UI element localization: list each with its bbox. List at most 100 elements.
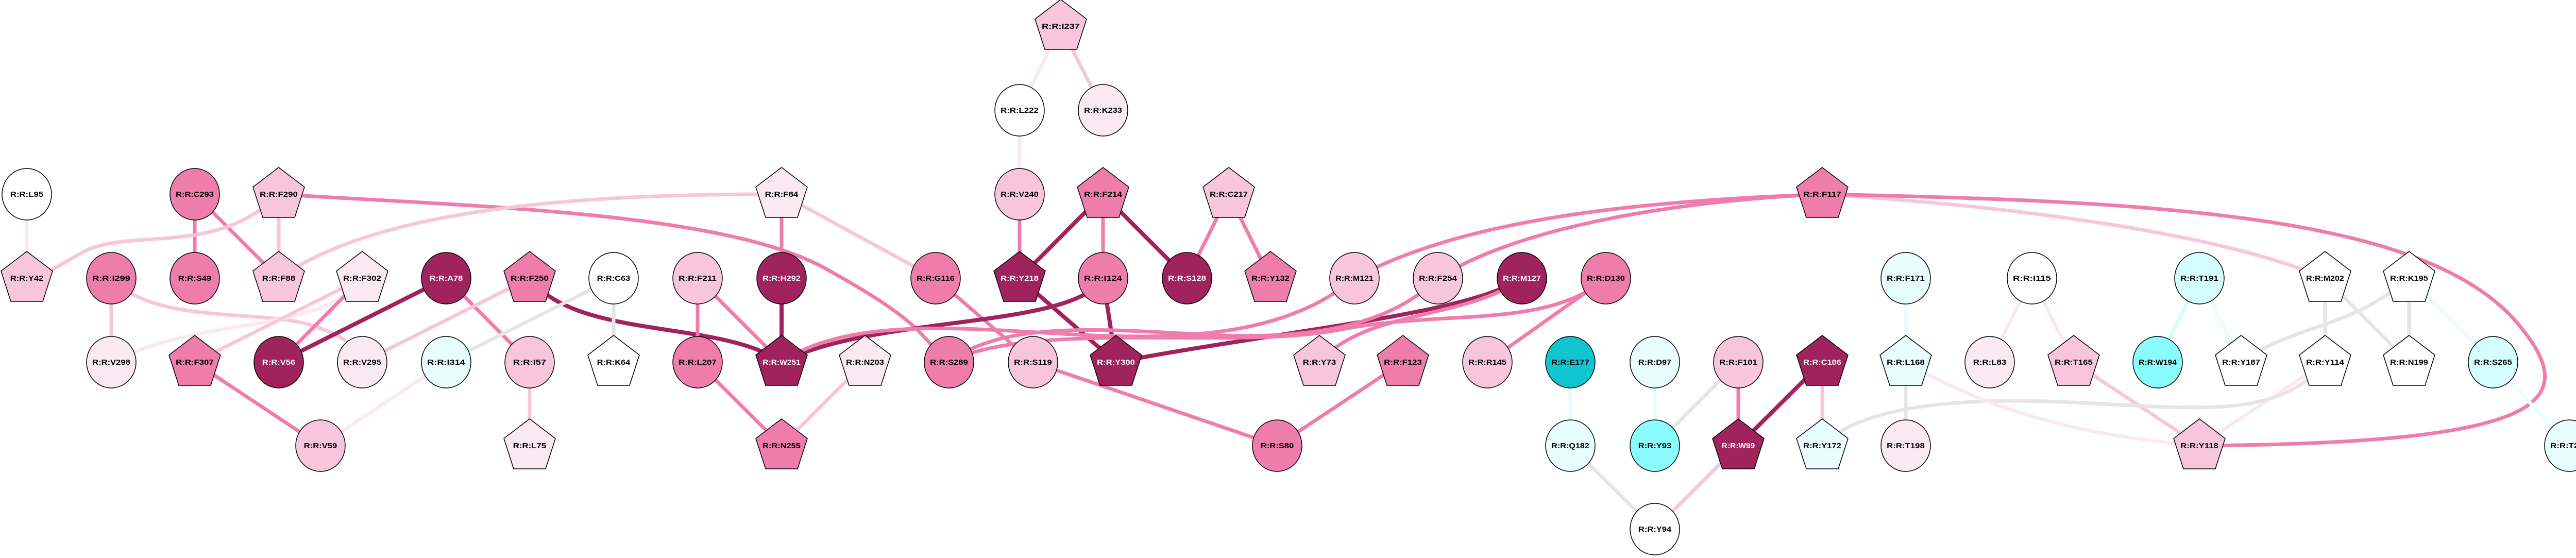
node-y132[interactable]: R:R:Y132 bbox=[1244, 251, 1297, 302]
node-k233[interactable]: R:R:K233 bbox=[1078, 84, 1128, 137]
node-c106[interactable]: R:R:C106 bbox=[1796, 335, 1849, 386]
node-h292[interactable]: R:R:H292 bbox=[756, 252, 807, 305]
node-f302[interactable]: R:R:F302 bbox=[336, 251, 388, 302]
circle-shape bbox=[86, 336, 137, 388]
node-l75[interactable]: R:R:L75 bbox=[503, 418, 556, 469]
node-c217[interactable]: R:R:C217 bbox=[1202, 167, 1255, 218]
circle-shape bbox=[1880, 252, 1931, 305]
node-y93[interactable]: R:R:Y93 bbox=[1630, 419, 1680, 472]
node-t191[interactable]: R:R:T191 bbox=[2174, 252, 2225, 305]
node-l222[interactable]: R:R:L222 bbox=[994, 84, 1045, 137]
node-label: R:R:S265 bbox=[2474, 358, 2512, 367]
node-f88[interactable]: R:R:F88 bbox=[252, 251, 305, 302]
node-c63[interactable]: R:R:C63 bbox=[588, 252, 639, 305]
node-label: R:R:L168 bbox=[1887, 358, 1925, 367]
node-label: R:R:L222 bbox=[1001, 106, 1039, 115]
node-n203[interactable]: R:R:N203 bbox=[839, 335, 891, 386]
node-y114[interactable]: R:R:Y114 bbox=[2299, 335, 2351, 386]
circle-shape bbox=[1462, 336, 1513, 388]
node-i299[interactable]: R:R:I299 bbox=[86, 252, 137, 305]
node-y73[interactable]: R:R:Y73 bbox=[1293, 335, 1346, 386]
circle-shape bbox=[1630, 419, 1680, 472]
node-l95[interactable]: R:R:L95 bbox=[2, 168, 52, 221]
node-n199[interactable]: R:R:N199 bbox=[2383, 335, 2435, 386]
node-s49[interactable]: R:R:S49 bbox=[170, 252, 220, 305]
pentagon-shape bbox=[2299, 335, 2351, 386]
node-w194[interactable]: R:R:W194 bbox=[2132, 336, 2183, 388]
edge-k195-y187 bbox=[2240, 277, 2411, 364]
node-c293[interactable]: R:R:C293 bbox=[170, 168, 220, 221]
node-y42[interactable]: R:R:Y42 bbox=[1, 251, 53, 302]
node-w99[interactable]: R:R:W99 bbox=[1712, 418, 1765, 469]
node-t198[interactable]: R:R:T198 bbox=[1880, 419, 1931, 472]
pentagon-shape bbox=[2047, 335, 2100, 386]
node-v240[interactable]: R:R:V240 bbox=[994, 168, 1045, 221]
node-m127[interactable]: R:R:M127 bbox=[1497, 252, 1547, 305]
node-label: R:R:I57 bbox=[513, 358, 546, 367]
node-a78[interactable]: R:R:A78 bbox=[421, 252, 471, 305]
node-y187[interactable]: R:R:Y187 bbox=[2215, 335, 2267, 386]
node-d97[interactable]: R:R:D97 bbox=[1630, 336, 1680, 388]
node-n255[interactable]: R:R:N255 bbox=[755, 418, 808, 469]
node-f307[interactable]: R:R:F307 bbox=[168, 335, 221, 386]
node-v298[interactable]: R:R:V298 bbox=[86, 336, 137, 388]
node-y218[interactable]: R:R:Y218 bbox=[993, 251, 1046, 302]
node-r145[interactable]: R:R:R145 bbox=[1462, 336, 1513, 388]
node-f290[interactable]: R:R:F290 bbox=[252, 167, 305, 218]
pentagon-shape bbox=[252, 251, 305, 302]
node-w251[interactable]: R:R:W251 bbox=[755, 335, 808, 386]
circle-shape bbox=[1545, 419, 1596, 472]
node-y94[interactable]: R:R:Y94 bbox=[1630, 503, 1680, 555]
node-m121[interactable]: R:R:M121 bbox=[1329, 252, 1380, 305]
node-label: R:R:F290 bbox=[260, 190, 298, 199]
node-f84[interactable]: R:R:F84 bbox=[755, 167, 808, 218]
node-label: R:R:T198 bbox=[1887, 442, 1925, 450]
node-f101[interactable]: R:R:F101 bbox=[1713, 336, 1764, 388]
node-i115[interactable]: R:R:I115 bbox=[2007, 252, 2057, 305]
node-l83[interactable]: R:R:L83 bbox=[1964, 336, 2015, 388]
node-k64[interactable]: R:R:K64 bbox=[587, 335, 640, 386]
edge-f302-v298 bbox=[110, 277, 364, 364]
pentagon-shape bbox=[1, 251, 53, 302]
node-v56[interactable]: R:R:V56 bbox=[253, 336, 304, 388]
node-label: R:R:N255 bbox=[762, 442, 801, 450]
node-t261[interactable]: R:R:T261 bbox=[2544, 419, 2576, 472]
node-v295[interactable]: R:R:V295 bbox=[337, 336, 387, 388]
node-f250[interactable]: R:R:F250 bbox=[503, 251, 556, 302]
node-g116[interactable]: R:R:G116 bbox=[910, 252, 961, 305]
node-y118[interactable]: R:R:Y118 bbox=[2173, 418, 2226, 469]
node-f211[interactable]: R:R:F211 bbox=[672, 252, 723, 305]
node-f171[interactable]: R:R:F171 bbox=[1880, 252, 1931, 305]
circle-shape bbox=[1964, 336, 2015, 388]
node-label: R:R:F123 bbox=[1384, 358, 1422, 367]
node-label: R:R:W99 bbox=[1722, 442, 1755, 450]
node-m202[interactable]: R:R:M202 bbox=[2299, 251, 2351, 302]
node-s80[interactable]: R:R:S80 bbox=[1252, 419, 1302, 472]
node-i314[interactable]: R:R:I314 bbox=[421, 336, 471, 388]
node-v59[interactable]: R:R:V59 bbox=[295, 419, 346, 472]
pentagon-shape bbox=[2173, 418, 2226, 469]
node-f123[interactable]: R:R:F123 bbox=[1377, 335, 1429, 386]
node-label: R:R:I115 bbox=[2013, 274, 2051, 283]
node-f254[interactable]: R:R:F254 bbox=[1413, 252, 1463, 305]
node-l207[interactable]: R:R:L207 bbox=[672, 336, 723, 388]
node-e177[interactable]: R:R:E177 bbox=[1545, 336, 1596, 388]
node-s289[interactable]: R:R:S289 bbox=[924, 336, 974, 388]
node-t165[interactable]: R:R:T165 bbox=[2047, 335, 2100, 386]
node-i124[interactable]: R:R:I124 bbox=[1078, 252, 1128, 305]
node-s128[interactable]: R:R:S128 bbox=[1162, 252, 1212, 305]
node-i237[interactable]: R:R:I237 bbox=[1035, 0, 1087, 50]
node-s119[interactable]: R:R:S119 bbox=[1008, 336, 1058, 388]
node-f117[interactable]: R:R:F117 bbox=[1796, 167, 1849, 218]
node-q182[interactable]: R:R:Q182 bbox=[1545, 419, 1596, 472]
node-y300[interactable]: R:R:Y300 bbox=[1090, 335, 1142, 386]
node-d130[interactable]: R:R:D130 bbox=[1581, 252, 1631, 305]
node-i57[interactable]: R:R:I57 bbox=[504, 336, 555, 388]
edge-a78-v56 bbox=[278, 276, 447, 364]
node-y172[interactable]: R:R:Y172 bbox=[1796, 418, 1849, 469]
node-k195[interactable]: R:R:K195 bbox=[2383, 251, 2435, 302]
node-s265[interactable]: R:R:S265 bbox=[2468, 336, 2518, 388]
node-f214[interactable]: R:R:F214 bbox=[1077, 167, 1129, 218]
node-l168[interactable]: R:R:L168 bbox=[1879, 335, 1932, 386]
